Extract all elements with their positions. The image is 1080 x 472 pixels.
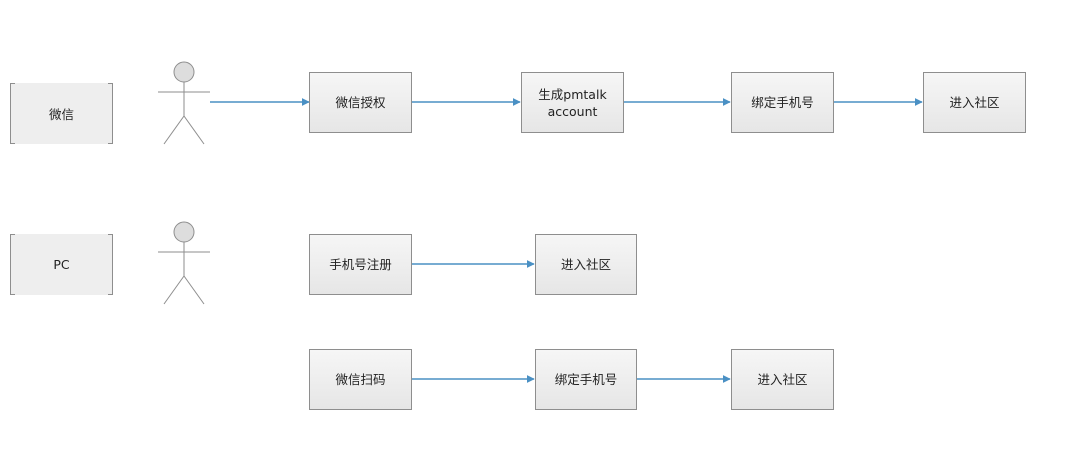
step-bind-phone: 绑定手机号 bbox=[731, 72, 834, 133]
step-label: 进入社区 bbox=[757, 372, 808, 387]
step-label: 手机号注册 bbox=[329, 257, 392, 272]
bracket-left bbox=[10, 83, 15, 144]
bracket-right bbox=[108, 83, 113, 144]
actor-icon bbox=[158, 61, 210, 145]
lane-label-text: 微信 bbox=[48, 107, 74, 122]
step-enter-community: 进入社区 bbox=[923, 72, 1026, 133]
lane-label-pc: PC bbox=[10, 234, 113, 295]
step-label: 进入社区 bbox=[560, 257, 611, 272]
step-phone-register: 手机号注册 bbox=[309, 234, 412, 295]
lane-label-wechat: 微信 bbox=[10, 83, 113, 144]
bracket-right bbox=[108, 234, 113, 295]
step-wechat-scan: 微信扫码 bbox=[309, 349, 412, 410]
step-label: 生成pmtalk account bbox=[538, 86, 607, 119]
step-wechat-authorize: 微信授权 bbox=[309, 72, 412, 133]
step-enter-community: 进入社区 bbox=[731, 349, 834, 410]
step-label: 绑定手机号 bbox=[751, 95, 814, 110]
step-label: 进入社区 bbox=[949, 95, 1000, 110]
bracket-left bbox=[10, 234, 15, 295]
step-enter-community: 进入社区 bbox=[535, 234, 637, 295]
step-generate-account: 生成pmtalk account bbox=[521, 72, 624, 133]
step-label: 绑定手机号 bbox=[554, 372, 618, 387]
step-label: 微信授权 bbox=[335, 95, 386, 110]
actor-icon bbox=[158, 221, 210, 305]
step-label: 微信扫码 bbox=[335, 372, 386, 387]
step-bind-phone: 绑定手机号 bbox=[535, 349, 637, 410]
lane-label-text: PC bbox=[53, 257, 70, 272]
